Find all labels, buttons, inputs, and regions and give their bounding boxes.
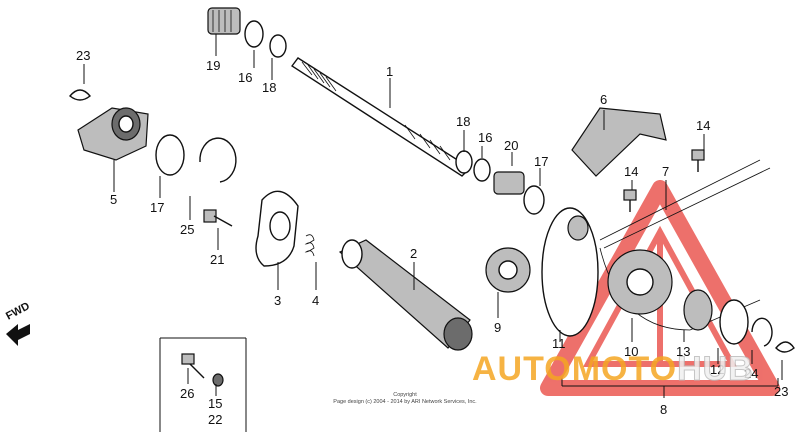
- watermark-brand-main: AUTOMOTO: [472, 350, 678, 388]
- copyright-title: Copyright: [393, 392, 417, 398]
- label-16-top: 16: [238, 70, 252, 85]
- label-17-right: 17: [534, 154, 548, 169]
- part-9-gear: [485, 247, 531, 293]
- label-18-right: 18: [456, 114, 470, 129]
- part-14-bolt-upper: [691, 149, 705, 172]
- copyright-notice: Copyright Page design (c) 2004 - 2014 by…: [300, 392, 510, 406]
- label-20: 20: [504, 138, 518, 153]
- label-17-left: 17: [150, 200, 164, 215]
- label-5: 5: [110, 192, 117, 207]
- leader-lines: [83, 34, 783, 396]
- label-3: 3: [274, 293, 281, 308]
- part-2-sleeve: [338, 239, 473, 351]
- label-14-upper: 14: [696, 118, 710, 133]
- part-16-washer-top: [244, 20, 264, 48]
- label-23-left: 23: [76, 48, 90, 63]
- label-18-top: 18: [262, 80, 276, 95]
- part-16-washer-right: [473, 158, 491, 182]
- part-17-washer-right: [523, 185, 545, 215]
- label-12: 12: [710, 362, 724, 377]
- label-11: 11: [552, 336, 566, 351]
- label-2: 2: [410, 246, 417, 261]
- label-10: 10: [624, 344, 638, 359]
- part-labels: 1 2 3 4 5 6 7 8 9 10 11 12 13 14 14 15 1…: [76, 48, 788, 427]
- part-23-clip-right: [775, 341, 795, 353]
- label-14-lower: 14: [624, 164, 638, 179]
- part-19-needle-bearing: [207, 7, 241, 35]
- label-7: 7: [662, 164, 669, 179]
- part-21-bolt: [203, 209, 233, 227]
- watermark-brand-accent: HUB: [677, 350, 754, 389]
- part-6-guide: [571, 107, 667, 177]
- part-24-circlip: [751, 317, 773, 347]
- label-1: 1: [386, 64, 393, 79]
- part-10-sprocket: [607, 249, 673, 315]
- label-9: 9: [494, 320, 501, 335]
- part-5-arm: [77, 107, 149, 161]
- part-13-hub: [683, 289, 713, 331]
- fwd-arrow-icon: [6, 324, 30, 346]
- part-12-washer: [719, 299, 749, 345]
- label-24: 24: [744, 366, 758, 381]
- label-19: 19: [206, 58, 220, 73]
- assembly-bracket-8: [561, 378, 779, 398]
- label-23-right: 23: [774, 384, 788, 399]
- part-7-chain: [599, 159, 771, 249]
- label-16-right: 16: [478, 130, 492, 145]
- part-11-ring: [541, 207, 599, 337]
- copyright-text: Page design (c) 2004 - 2014 by ARI Netwo…: [333, 399, 477, 405]
- inset-box-22: [159, 337, 247, 432]
- part-14-bolt-lower: [623, 189, 637, 212]
- part-23-clip-left: [69, 89, 91, 101]
- label-13: 13: [676, 344, 690, 359]
- label-8: 8: [660, 402, 667, 417]
- part-25-circlip: [199, 137, 237, 183]
- label-22: 22: [208, 412, 222, 427]
- label-4: 4: [312, 293, 319, 308]
- part-18-circlip-top: [269, 34, 287, 58]
- label-25: 25: [180, 222, 194, 237]
- label-26: 26: [180, 386, 194, 401]
- label-15: 15: [208, 396, 222, 411]
- part-17-washer-left: [155, 134, 185, 176]
- label-6: 6: [600, 92, 607, 107]
- part-1-shaft: [290, 57, 472, 177]
- part-3-plate: [255, 190, 299, 267]
- part-18-circlip-right: [455, 150, 473, 174]
- label-21: 21: [210, 252, 224, 267]
- part-20-needle-bearing: [493, 171, 525, 195]
- watermark-brand: AUTOMOTOHUB: [472, 350, 754, 389]
- part-4-spring: [304, 234, 315, 257]
